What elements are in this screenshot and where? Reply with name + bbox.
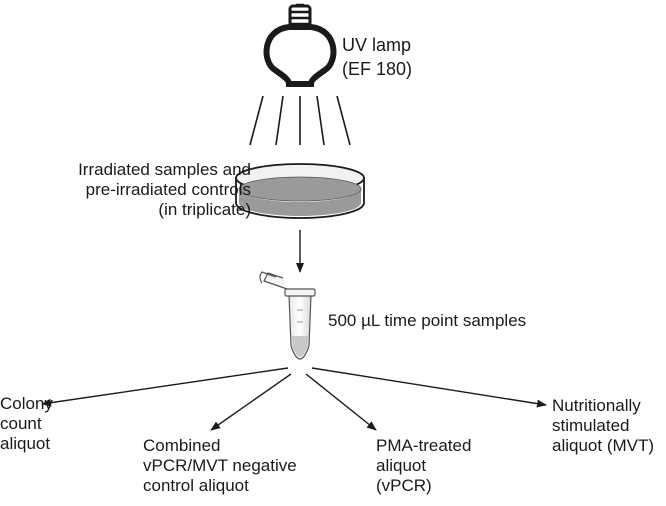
aliquot-pma-label: PMA-treated aliquot (vPCR) xyxy=(376,436,471,496)
uv-lamp-label-line-1: UV lamp xyxy=(342,35,412,55)
arrow-to-combined xyxy=(210,373,292,431)
light-rays xyxy=(249,95,351,146)
aliquot-colony-label: Colony count aliquot xyxy=(0,394,53,454)
uv-lamp-label-line-2: (EF 180) xyxy=(342,59,413,79)
aliquot-combined-line-2: vPCR/MVT negative xyxy=(143,456,297,475)
aliquot-combined-line-1: Combined xyxy=(143,436,221,455)
aliquot-pma-line-2: aliquot xyxy=(376,456,427,475)
aliquot-colony-line-2: count xyxy=(0,414,42,433)
arrow-to-nutritional xyxy=(311,367,547,408)
dish-label: Irradiated samples and pre-irradiated co… xyxy=(78,160,251,220)
aliquot-nutritional-line-2: stimulated xyxy=(552,416,630,435)
aliquot-arrows xyxy=(41,367,547,431)
aliquot-colony-line-1: Colony xyxy=(0,394,53,413)
arrow-to-colony xyxy=(41,367,289,407)
aliquot-pma-line-1: PMA-treated xyxy=(376,436,472,455)
aliquot-colony-line-3: aliquot xyxy=(0,434,51,453)
tube-label-text: 500 µL time point samples xyxy=(328,311,527,330)
petri-dish-icon xyxy=(235,163,365,219)
aliquot-pma-line-3: (vPCR) xyxy=(376,476,432,495)
light-bulb-icon xyxy=(263,3,337,87)
dish-label-line-1: Irradiated samples and xyxy=(78,160,251,179)
aliquot-nutritional-label: Nutritionally stimulated aliquot (MVT) xyxy=(552,396,654,456)
aliquot-nutritional-line-1: Nutritionally xyxy=(552,396,641,415)
arrow-to-pma xyxy=(305,373,377,431)
aliquot-nutritional-line-3: aliquot (MVT) xyxy=(552,436,655,455)
dish-label-line-3: (in triplicate) xyxy=(158,200,251,219)
aliquot-combined-line-3: control aliquot xyxy=(143,476,249,495)
dish-label-line-2: pre-irradiated controls xyxy=(85,180,251,199)
microcentrifuge-tube-icon xyxy=(259,271,316,360)
aliquot-combined-label: Combined vPCR/MVT negative control aliqu… xyxy=(143,436,297,496)
uv-lamp-label: UV lamp (EF 180) xyxy=(342,33,412,81)
tube-label: 500 µL time point samples xyxy=(328,311,526,331)
